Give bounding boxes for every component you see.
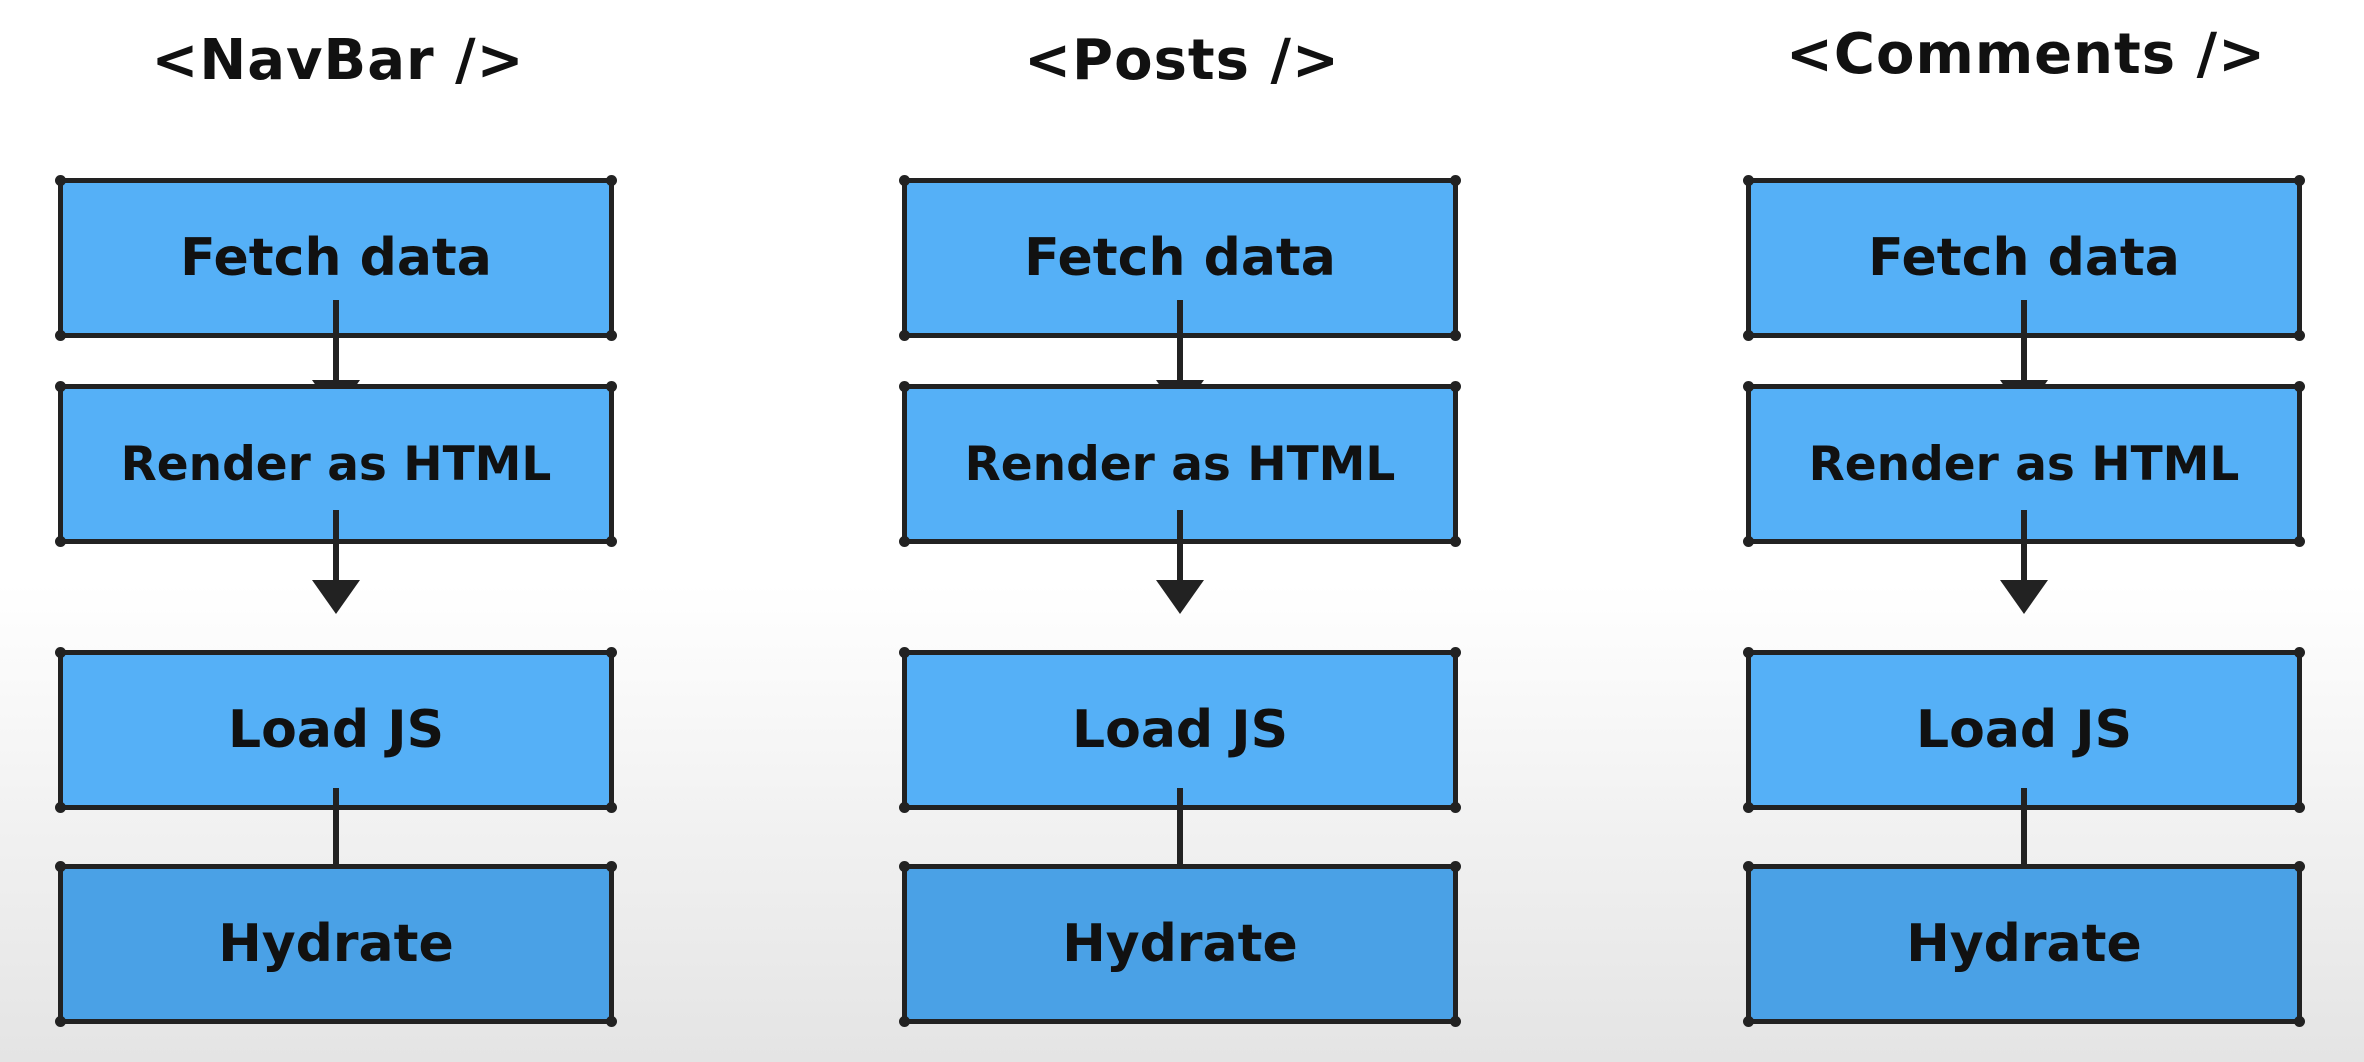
- step-label: Fetch data: [180, 228, 492, 288]
- column-title: <Posts />: [1024, 28, 1340, 93]
- step-label: Hydrate: [1062, 914, 1298, 974]
- column-title: <Comments />: [1785, 22, 2266, 87]
- column-title: <NavBar />: [151, 28, 525, 93]
- column-comments: <Comments /> Fetch data Render as HTML L…: [1743, 0, 2306, 1062]
- step-label: Fetch data: [1868, 228, 2180, 288]
- step-load-js: Load JS: [899, 647, 1461, 813]
- column-navbar: <NavBar /> Fetch data Render as HTML Loa…: [55, 0, 618, 1062]
- step-label: Render as HTML: [1808, 436, 2240, 492]
- step-hydrate: Hydrate: [1743, 861, 2305, 1027]
- step-label: Hydrate: [1906, 914, 2142, 974]
- step-label: Render as HTML: [964, 436, 1396, 492]
- step-load-js: Load JS: [1743, 647, 2305, 813]
- step-label: Hydrate: [218, 914, 454, 974]
- step-label: Load JS: [1071, 700, 1289, 760]
- step-label: Fetch data: [1024, 228, 1336, 288]
- step-hydrate: Hydrate: [55, 861, 617, 1027]
- column-posts: <Posts /> Fetch data Render as HTML Load…: [899, 0, 1462, 1062]
- step-hydrate: Hydrate: [899, 861, 1461, 1027]
- step-label: Load JS: [227, 700, 445, 760]
- step-load-js: Load JS: [55, 647, 617, 813]
- step-label: Load JS: [1915, 700, 2133, 760]
- step-label: Render as HTML: [120, 436, 552, 492]
